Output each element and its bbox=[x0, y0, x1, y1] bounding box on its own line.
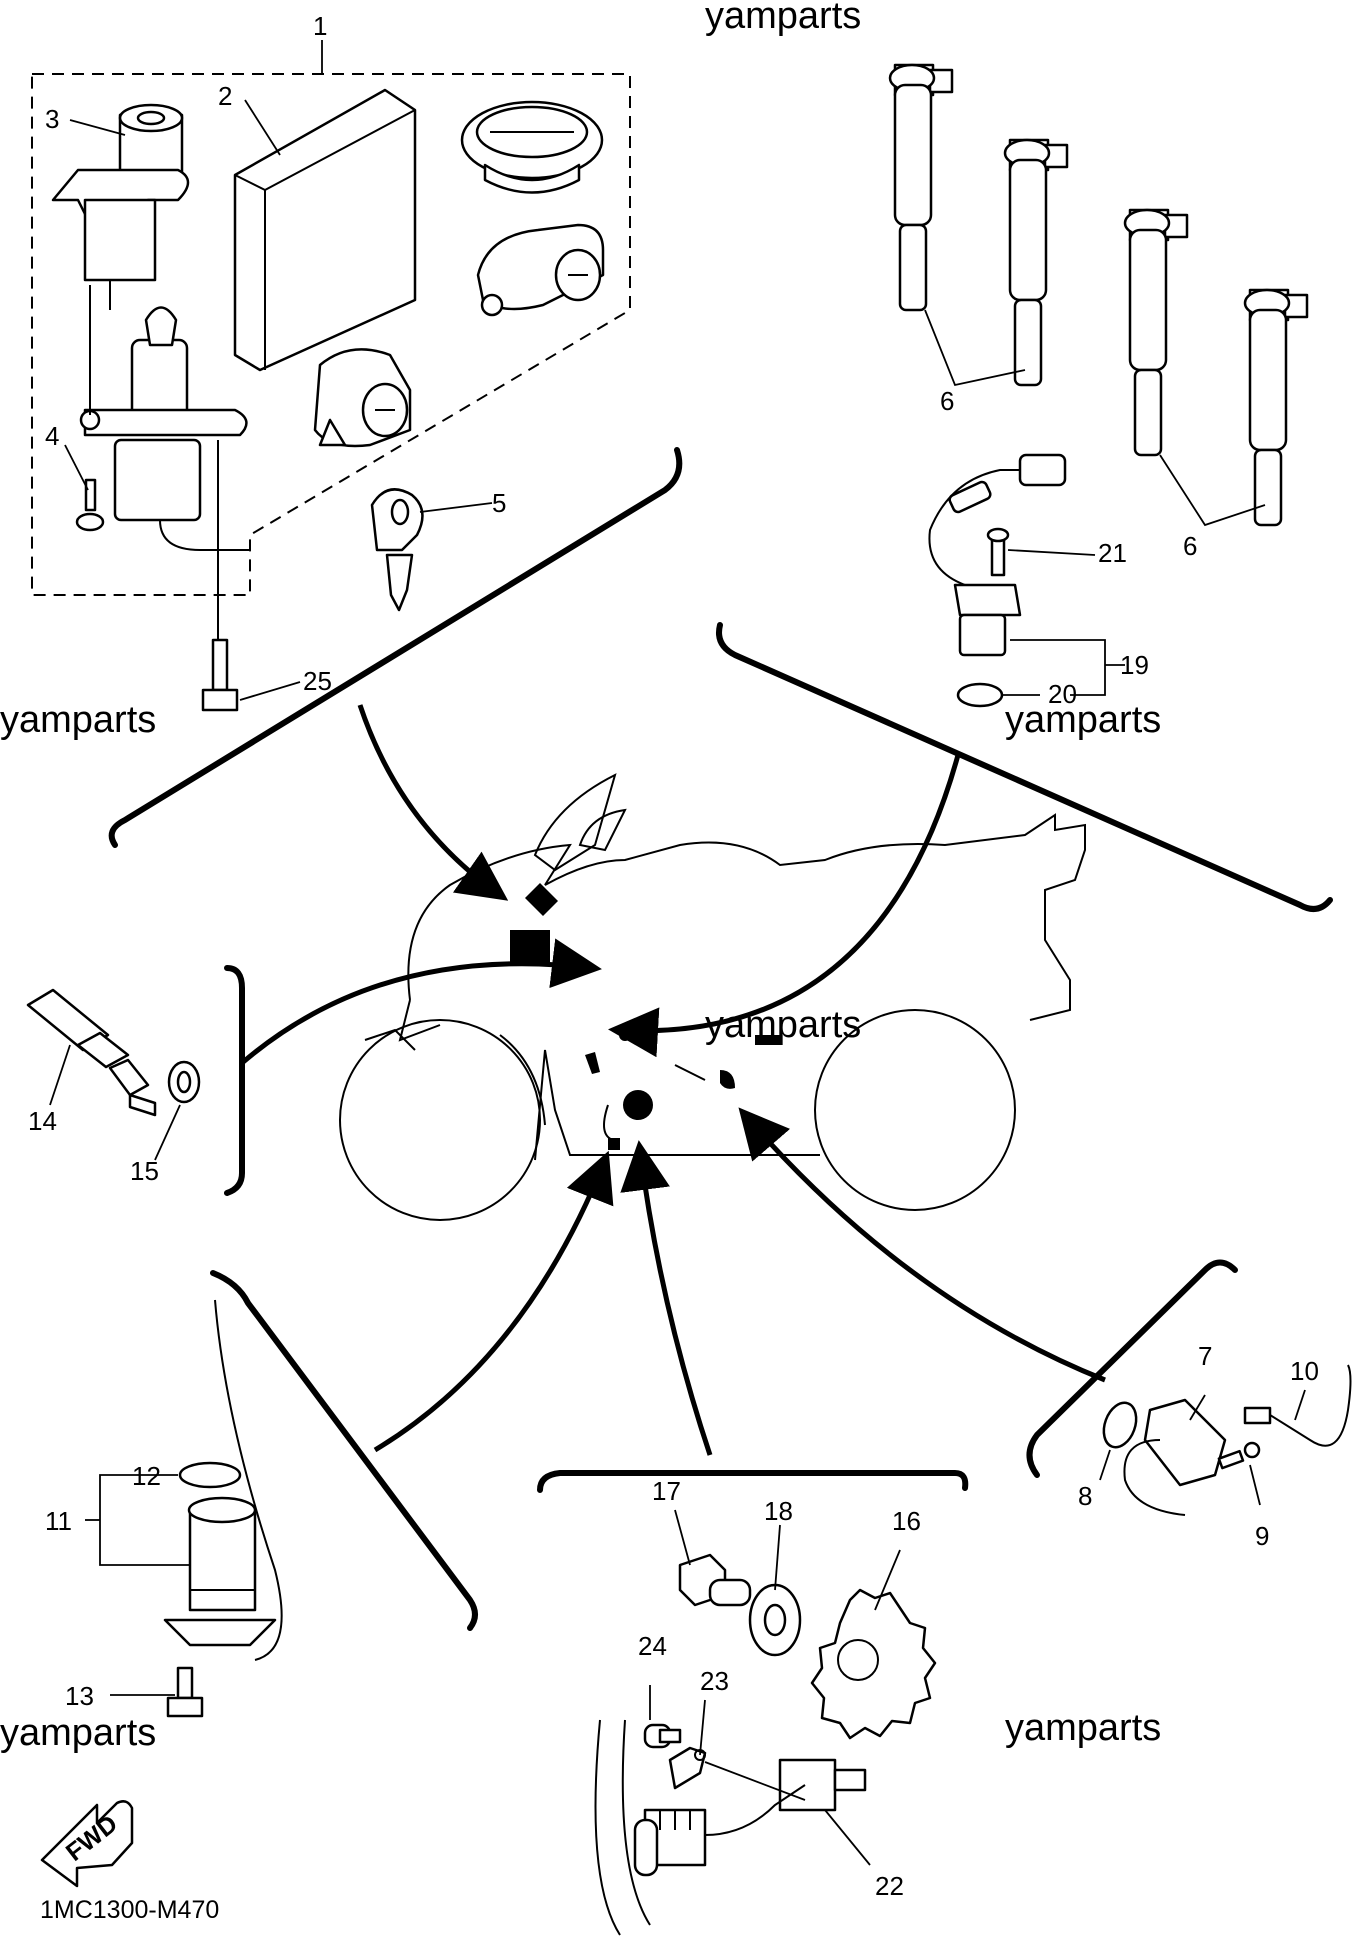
ignition-coil-part bbox=[1243, 288, 1309, 527]
callout-21: 21 bbox=[1098, 538, 1127, 568]
helmet-lock-part bbox=[313, 348, 412, 448]
callout-6: 6 bbox=[1183, 531, 1197, 561]
bracket-lines bbox=[108, 447, 1333, 1631]
watermark: yamparts bbox=[0, 1712, 156, 1754]
ignition-coil-part bbox=[1003, 138, 1069, 387]
callout-11: 11 bbox=[45, 1506, 72, 1536]
diagram-code: 1MC1300-M470 bbox=[40, 1896, 219, 1924]
callout-1: 1 bbox=[313, 11, 327, 41]
callout-16: 16 bbox=[892, 1506, 921, 1536]
callout-23: 23 bbox=[700, 1666, 729, 1696]
callout-22: 22 bbox=[875, 1871, 904, 1901]
callout-15: 15 bbox=[130, 1156, 159, 1186]
watermark: yamparts bbox=[1005, 699, 1161, 741]
ignition-coils-group bbox=[888, 63, 1309, 527]
bolt-part bbox=[201, 638, 239, 712]
ecu-part bbox=[233, 88, 417, 372]
key-part bbox=[370, 488, 424, 612]
forward-arrow-icon: FWD bbox=[40, 1800, 134, 1888]
ignition-coil-part bbox=[888, 63, 954, 312]
callout-5: 5 bbox=[492, 488, 506, 518]
callout-17: 17 bbox=[652, 1476, 681, 1506]
motorcycle-silhouette bbox=[339, 773, 1086, 1221]
callout-8: 8 bbox=[1078, 1481, 1092, 1511]
watermark: yamparts bbox=[1005, 1707, 1161, 1749]
callout-18: 18 bbox=[764, 1496, 793, 1526]
screw-part bbox=[75, 478, 105, 532]
leader-lines bbox=[64, 40, 493, 701]
callout-7: 7 bbox=[1198, 1341, 1212, 1371]
main-switch-part bbox=[51, 103, 190, 310]
watermark: yamparts bbox=[0, 699, 156, 741]
callout-20: 20 bbox=[1048, 679, 1077, 709]
callout-19: 19 bbox=[1120, 650, 1149, 680]
seat-lock-part bbox=[476, 223, 605, 317]
sensor-group bbox=[928, 453, 1125, 708]
callout-24: 24 bbox=[638, 1631, 667, 1661]
callout-6: 6 bbox=[940, 386, 954, 416]
callout-25: 25 bbox=[303, 666, 332, 696]
callout-labels: 1 2 3 4 5 6 6 7 8 9 10 11 12 13 14 15 16… bbox=[28, 11, 1319, 1901]
ignition-coil-part bbox=[1123, 208, 1189, 457]
watermark: yamparts bbox=[705, 0, 861, 37]
callout-2: 2 bbox=[218, 81, 232, 111]
lower-sensor-group bbox=[85, 1299, 283, 1718]
callout-9: 9 bbox=[1255, 1521, 1269, 1551]
callout-4: 4 bbox=[45, 421, 59, 451]
callout-3: 3 bbox=[45, 104, 59, 134]
callout-12: 12 bbox=[132, 1461, 161, 1491]
pickup-rotor-group bbox=[594, 1509, 937, 1936]
fuel-cap-part bbox=[460, 100, 604, 194]
callout-10: 10 bbox=[1290, 1356, 1319, 1386]
temperature-sensor-group bbox=[26, 988, 201, 1161]
callout-13: 13 bbox=[65, 1681, 94, 1711]
callout-14: 14 bbox=[28, 1106, 57, 1136]
pointer-arrows bbox=[240, 704, 1106, 1456]
lock-set-group bbox=[31, 73, 631, 660]
ignition-switch-part bbox=[79, 285, 250, 660]
pickup-coil-group bbox=[1099, 1364, 1352, 1516]
watermark: yamparts bbox=[705, 1004, 861, 1046]
